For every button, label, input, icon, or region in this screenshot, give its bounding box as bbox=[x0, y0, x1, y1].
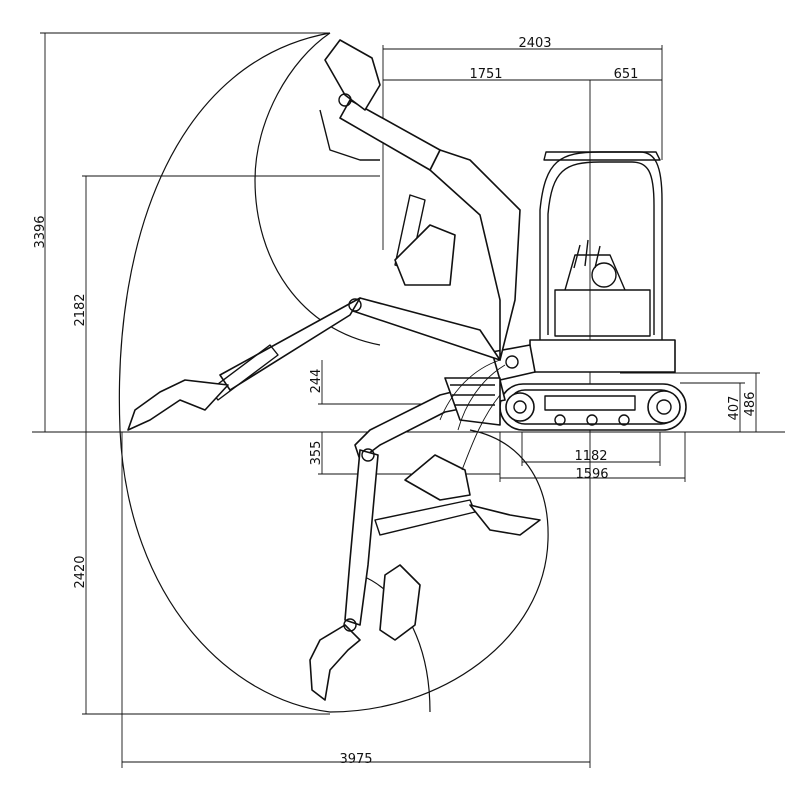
working-range-envelope bbox=[118, 32, 549, 713]
dim-overall-length-label: 2403 bbox=[518, 36, 551, 51]
dim-dig-depth-label: 2420 bbox=[73, 555, 88, 588]
hydraulic-lines bbox=[439, 359, 506, 471]
dim-max-height-label: 3396 bbox=[33, 215, 48, 248]
dim-track-inner-label: 1182 bbox=[574, 449, 607, 464]
dim-407-486: 407 486 bbox=[620, 372, 760, 432]
dim-2182: 2182 bbox=[73, 175, 380, 432]
dim-track-height-label: 407 bbox=[727, 396, 742, 421]
dim-3396: 3396 bbox=[33, 32, 330, 432]
dim-dump-height-label: 2182 bbox=[73, 293, 88, 326]
dozer-blade bbox=[444, 377, 501, 426]
dim-track-outer-label: 1596 bbox=[575, 467, 608, 482]
track-undercarriage bbox=[499, 383, 687, 431]
cab-canopy bbox=[529, 151, 676, 373]
dim-lift-label: 244 bbox=[309, 369, 324, 394]
swing-bracket bbox=[491, 344, 536, 381]
boom-raised-position bbox=[319, 39, 521, 361]
dim-blade-depth-label: 355 bbox=[309, 441, 324, 466]
dim-2403: 2403 bbox=[382, 36, 663, 250]
boom-mid-position bbox=[127, 224, 501, 431]
dim-rear-length-label: 651 bbox=[614, 67, 639, 82]
dim-track-lengths: 1182 1596 bbox=[499, 432, 686, 482]
boom-lowered-position bbox=[309, 379, 541, 701]
dim-cab-base-label: 486 bbox=[743, 392, 758, 417]
dim-reach-label: 3975 bbox=[339, 752, 372, 767]
dim-2420: 2420 bbox=[73, 432, 330, 715]
dim-1751-651: 1751 651 bbox=[383, 67, 662, 82]
dim-355: 355 bbox=[309, 432, 500, 475]
dim-front-length-label: 1751 bbox=[469, 67, 502, 82]
